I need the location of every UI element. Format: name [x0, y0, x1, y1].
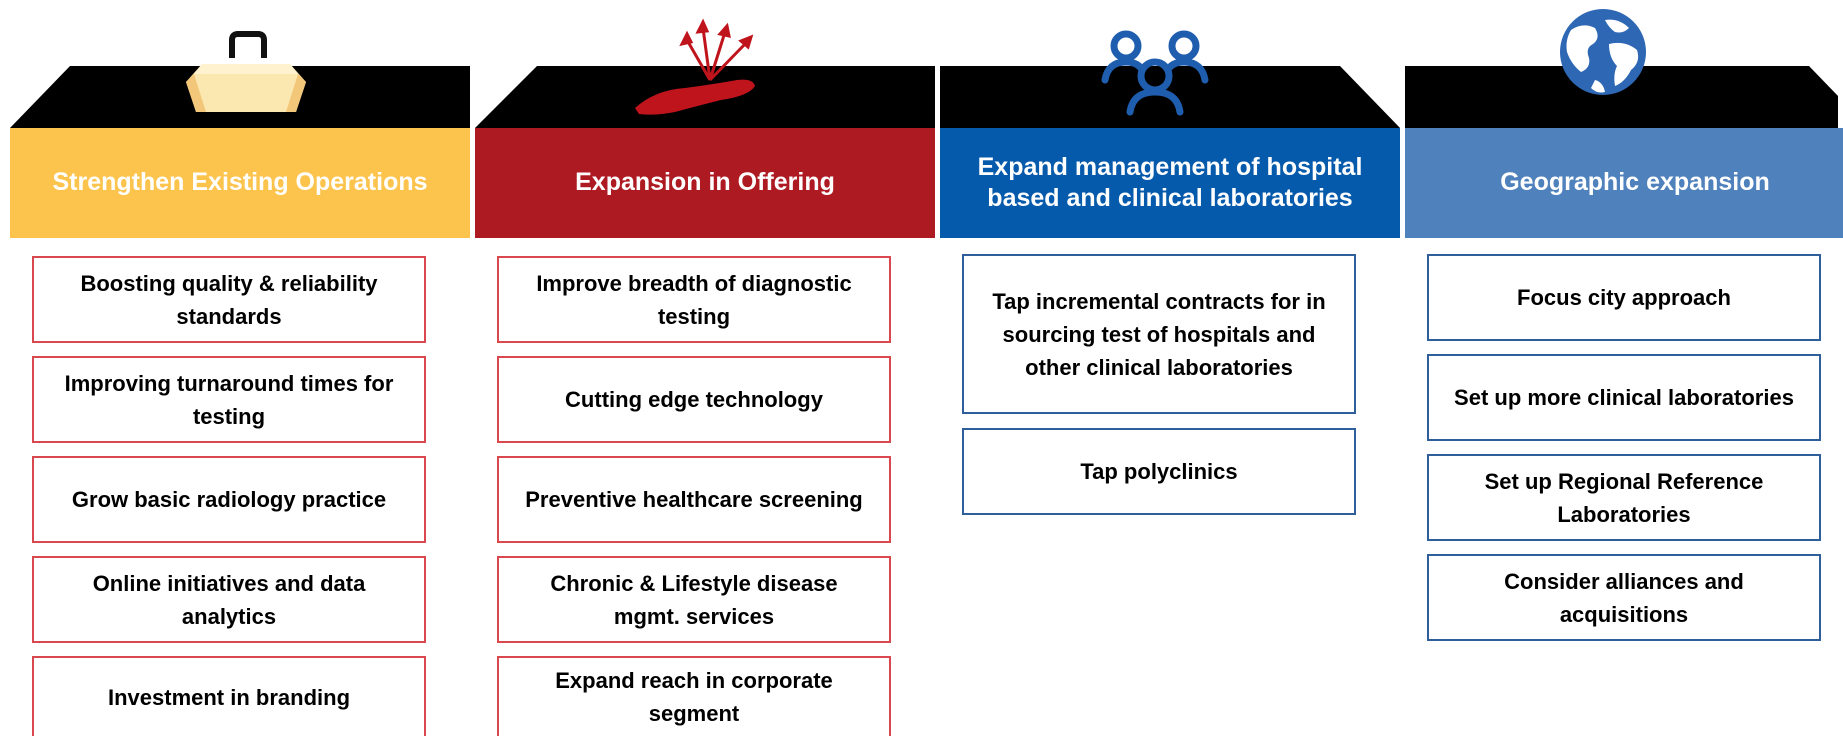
item-box: Tap polyclinics [962, 428, 1356, 515]
toolbox-icon [186, 31, 306, 112]
item-box: Expand reach in corporate segment [497, 656, 891, 736]
column-geographic-expansion: Geographic expansion Focus city approach… [1405, 0, 1843, 736]
item-box: Investment in branding [32, 656, 426, 736]
item-box: Cutting edge technology [497, 356, 891, 443]
item-box: Improving turnaround times for testing [32, 356, 426, 443]
item-box: Preventive healthcare screening [497, 456, 891, 543]
roof-shape [1405, 66, 1838, 128]
header-geographic-expansion: Geographic expansion [1405, 128, 1843, 238]
header-strengthen-operations: Strengthen Existing Operations [10, 128, 470, 238]
item-box: Online initiatives and data analytics [32, 556, 426, 643]
people-group-icon [1101, 30, 1209, 116]
item-box: Set up Regional Reference Laboratories [1427, 454, 1821, 541]
hand-growth-arrows-icon [635, 18, 755, 115]
column-hospital-labs: Expand management of hospital based and … [940, 0, 1400, 736]
header-text: Strengthen Existing Operations [52, 168, 428, 197]
header-text: Geographic expansion [1500, 168, 1770, 197]
column-expansion-offering: Expansion in Offering Improve breadth of… [475, 0, 935, 736]
item-box: Focus city approach [1427, 254, 1821, 341]
item-box: Chronic & Lifestyle disease mgmt. servic… [497, 556, 891, 643]
header-hospital-labs: Expand management of hospital based and … [940, 128, 1400, 238]
item-box: Grow basic radiology practice [32, 456, 426, 543]
column-strengthen-operations: Strengthen Existing Operations Boosting … [10, 0, 470, 736]
item-box: Tap incremental contracts for in sourcin… [962, 254, 1356, 414]
header-text: Expansion in Offering [575, 168, 835, 197]
item-box: Set up more clinical laboratories [1427, 354, 1821, 441]
header-text: Expand management of hospital based and … [977, 152, 1363, 212]
header-expansion-offering: Expansion in Offering [475, 128, 935, 238]
item-box: Improve breadth of diagnostic testing [497, 256, 891, 343]
item-box: Consider alliances and acquisitions [1427, 554, 1821, 641]
item-box: Boosting quality & reliability standards [32, 256, 426, 343]
globe-icon [1560, 9, 1646, 95]
